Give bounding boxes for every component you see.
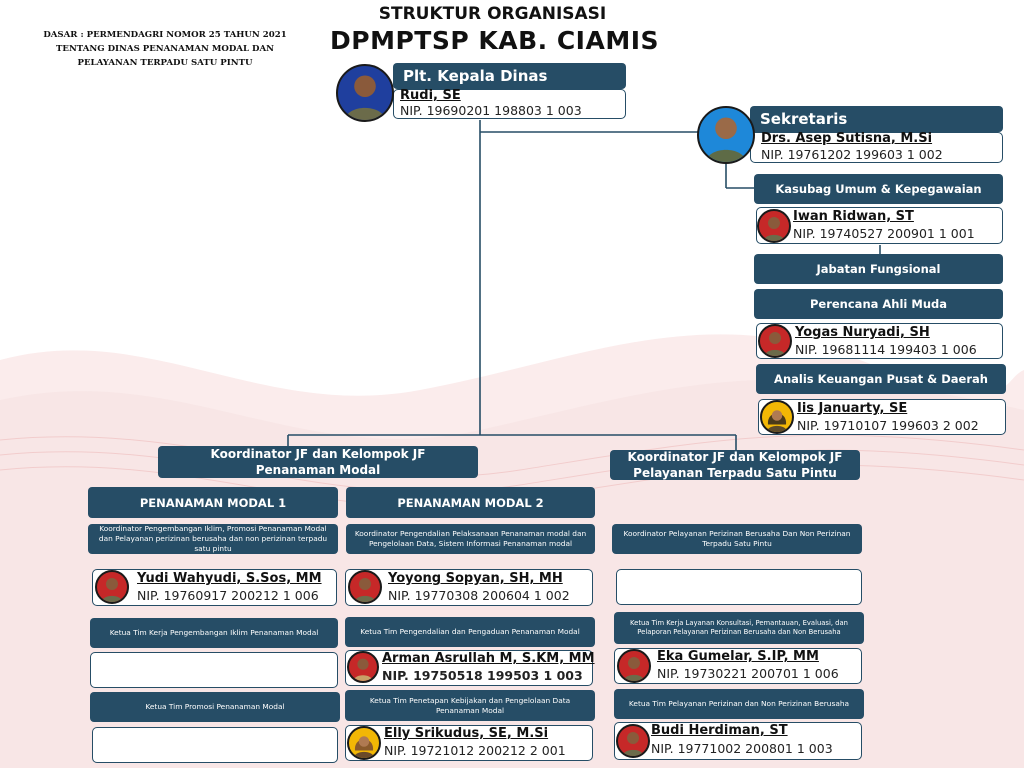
ptsp-tim2-card: Budi Herdiman, ST NIP. 19771002 200801 1… — [614, 722, 862, 760]
pm2-tim1-name: Arman Asrullah M, S.KM, MM — [382, 651, 595, 666]
kepala-card: Rudi, SE NIP. 19690201 198803 1 003 — [393, 88, 626, 119]
ptsp-tim1-card: Eka Gumelar, S.IP, MM NIP. 19730221 2007… — [614, 648, 862, 684]
kasubag-role-box: Kasubag Umum & Kepegawaian — [754, 174, 1003, 204]
person-photo-icon — [616, 724, 650, 758]
pm2-tim2-card: Elly Srikudus, SE, M.Si NIP. 19721012 20… — [345, 725, 593, 761]
person-photo-icon — [336, 64, 394, 122]
analis-card: Iis Januarty, SE NIP. 19710107 199603 2 … — [758, 399, 1006, 435]
page-title: STRUKTUR ORGANISASI — [378, 4, 607, 24]
ptsp-tim1-nip: NIP. 19730221 200701 1 006 — [657, 666, 839, 681]
koordinator-pm-line: Koordinator JF dan Kelompok JF — [210, 447, 426, 461]
pm2-coordinator-role: Koordinator Pengendalian Pelaksanaan Pen… — [346, 524, 595, 554]
legal-basis-line: DASAR : PERMENDAGRI NOMOR 25 TAHUN 2021 — [43, 30, 287, 40]
pm2-tim2-name: Elly Srikudus, SE, M.Si — [384, 726, 549, 741]
person-photo-icon — [617, 649, 651, 683]
koordinator-ptsp-line: Pelayanan Terpadu Satu Pintu — [633, 466, 837, 480]
ptsp-coordinator-role: Koordinator Pelayanan Perizinan Berusaha… — [612, 524, 862, 554]
sekretaris-card: Drs. Asep Sutisna, M.Si NIP. 19761202 19… — [750, 131, 1003, 163]
legal-basis-line: TENTANG DINAS PENANAMAN MODAL DAN — [56, 44, 274, 54]
pm2-tim2-nip: NIP. 19721012 200212 2 001 — [384, 743, 566, 758]
pm1-coordinator-card: Yudi Wahyudi, S.Sos, MM NIP. 19760917 20… — [92, 569, 337, 606]
legal-basis: DASAR : PERMENDAGRI NOMOR 25 TAHUN 2021 … — [30, 28, 300, 70]
analis-name: Iis Januarty, SE — [797, 401, 908, 416]
penanaman-modal-2-box: PENANAMAN MODAL 2 — [346, 487, 595, 518]
jabatan-fungsional-box: Jabatan Fungsional — [754, 254, 1003, 284]
koordinator-penanaman-modal-box: Koordinator JF dan Kelompok JF Penanaman… — [158, 446, 478, 478]
pm2-tim1-card: Arman Asrullah M, S.KM, MM NIP. 19750518… — [345, 650, 595, 686]
pm1-tim2-card-empty — [92, 727, 338, 763]
ptsp-tim2-nip: NIP. 19771002 200801 1 003 — [651, 741, 833, 756]
perencana-role-box: Perencana Ahli Muda — [754, 289, 1003, 319]
pm2-tim1-nip: NIP. 19750518 199503 1 003 — [382, 668, 583, 683]
ptsp-coordinator-card-empty — [616, 569, 862, 605]
ptsp-tim2-name: Budi Herdiman, ST — [651, 723, 788, 738]
person-photo-icon — [95, 570, 129, 604]
person-photo-icon — [347, 651, 379, 683]
kasubag-card: Iwan Ridwan, ST NIP. 19740527 200901 1 0… — [756, 207, 1003, 244]
sekretaris-name: Drs. Asep Sutisna, M.Si — [761, 131, 933, 146]
perencana-nip: NIP. 19681114 199403 1 006 — [795, 342, 977, 357]
person-photo-icon — [758, 324, 792, 358]
page-subtitle: DPMPTSP KAB. CIAMIS — [330, 26, 660, 55]
koordinator-ptsp-line: Koordinator JF dan Kelompok JF — [627, 450, 843, 464]
perencana-name: Yogas Nuryadi, SH — [795, 325, 930, 340]
kepala-nip: NIP. 19690201 198803 1 003 — [400, 103, 582, 118]
penanaman-modal-1-box: PENANAMAN MODAL 1 — [88, 487, 338, 518]
pm1-tim2-role: Ketua Tim Promosi Penanaman Modal — [90, 692, 340, 722]
pm1-coordinator-name: Yudi Wahyudi, S.Sos, MM — [137, 571, 322, 586]
perencana-card: Yogas Nuryadi, SH NIP. 19681114 199403 1… — [756, 323, 1003, 359]
person-photo-icon — [757, 209, 791, 243]
pm1-tim1-role: Ketua Tim Kerja Pengembangan Iklim Penan… — [90, 618, 338, 648]
analis-role-box: Analis Keuangan Pusat & Daerah — [756, 364, 1006, 394]
koordinator-ptsp-box: Koordinator JF dan Kelompok JF Pelayanan… — [610, 450, 860, 480]
pm2-coordinator-nip: NIP. 19770308 200604 1 002 — [388, 588, 570, 603]
pm2-tim1-role: Ketua Tim Pengendalian dan Pengaduan Pen… — [345, 617, 595, 647]
sekretaris-nip: NIP. 19761202 199603 1 002 — [761, 147, 943, 162]
kepala-name: Rudi, SE — [400, 88, 461, 103]
analis-nip: NIP. 19710107 199603 2 002 — [797, 418, 979, 433]
ptsp-tim1-role: Ketua Tim Kerja Layanan Konsultasi, Pema… — [614, 612, 864, 644]
pm1-coordinator-role: Koordinator Pengembangan Iklim, Promosi … — [88, 524, 338, 554]
person-photo-icon — [348, 570, 382, 604]
legal-basis-line: PELAYANAN TERPADU SATU PINTU — [77, 58, 253, 68]
pm2-coordinator-card: Yoyong Sopyan, SH, MH NIP. 19770308 2006… — [345, 569, 593, 606]
person-photo-icon — [760, 400, 794, 434]
ptsp-tim2-role: Ketua Tim Pelayanan Perizinan dan Non Pe… — [614, 689, 864, 719]
koordinator-pm-line: Penanaman Modal — [255, 463, 381, 477]
kasubag-nip: NIP. 19740527 200901 1 001 — [793, 226, 975, 241]
pm1-tim1-card-empty — [90, 652, 338, 688]
pm2-coordinator-name: Yoyong Sopyan, SH, MH — [388, 571, 563, 586]
kasubag-name: Iwan Ridwan, ST — [793, 209, 914, 224]
person-photo-icon — [347, 726, 381, 760]
ptsp-tim1-name: Eka Gumelar, S.IP, MM — [657, 649, 819, 664]
pm1-coordinator-nip: NIP. 19760917 200212 1 006 — [137, 588, 319, 603]
person-photo-icon — [697, 106, 755, 164]
sekretaris-role-box: Sekretaris — [750, 106, 1003, 132]
kepala-role-box: Plt. Kepala Dinas — [393, 63, 626, 89]
pm2-tim2-role: Ketua Tim Penetapan Kebijakan dan Pengel… — [345, 690, 595, 721]
